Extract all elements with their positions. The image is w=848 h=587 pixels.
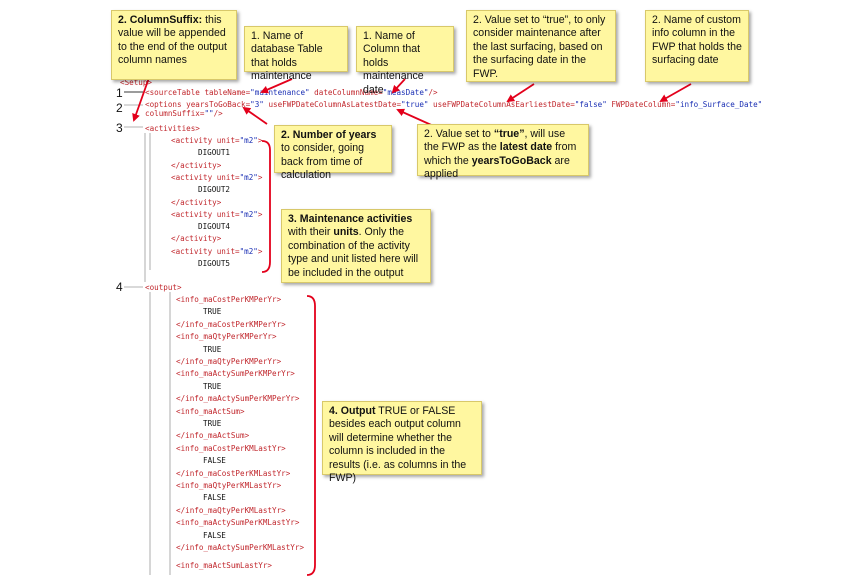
activity-close-tag: </activity>: [171, 161, 221, 171]
output-value: TRUE: [203, 419, 222, 428]
activity-value: DIGOUT1: [198, 148, 231, 158]
output-close-name: </info_maActySumPerKMPerYr>: [176, 394, 300, 404]
output-value: FALSE: [203, 493, 226, 503]
output-close-tag: </info_maCostPerKMLastYr>: [176, 469, 290, 479]
section-number-3: 3: [116, 121, 123, 135]
source-table-line: <sourceTable tableName="maintenance" dat…: [145, 88, 438, 97]
activity-close: </activity>: [171, 197, 222, 207]
note-date-column: 1. Name of Column that holds maintenance…: [356, 26, 454, 96]
output-open-name: <info_maCostPerKMPerYr>: [176, 295, 282, 304]
output-close-name: </info_maActSum>: [176, 431, 250, 441]
activity-unit-attr: unit=: [212, 246, 240, 256]
section-number-2: 2: [116, 101, 123, 115]
activity-value: DIGOUT4: [198, 222, 231, 232]
output-close-tag: </info_maCostPerKMPerYr>: [176, 320, 286, 330]
output-open-tag: <info_maQtyPerKMLastYr>: [176, 481, 281, 491]
output-open-tag: <info_maActySumPerKMLastYr>: [176, 518, 299, 528]
section-number-1: 1: [116, 86, 123, 100]
activity-open-tag: <activity unit="m2">: [171, 210, 262, 220]
output-close-tag: </info_maQtyPerKMPerYr>: [176, 357, 281, 367]
options-line: <options yearsToGoBack="3" useFWPDateCol…: [145, 100, 763, 109]
activity-tag-end: >: [257, 209, 263, 219]
output-open-tag: <output>: [145, 283, 182, 292]
output-open-name: <info_maQtyPerKMLastYr>: [176, 481, 282, 490]
activity-value: DIGOUT2: [198, 185, 231, 195]
output-open-name: <info_maCostPerKMLastYr>: [176, 443, 286, 453]
activity-unit-value: "m2": [239, 136, 258, 145]
output-close-name: </info_maActySumPerKMLastYr>: [176, 543, 305, 552]
activity-close-tag: </activity>: [171, 234, 221, 244]
output-open-name: <info_maActySumPerKMLastYr>: [176, 518, 300, 528]
activity-open-tag: <activity unit="m2">: [171, 136, 262, 146]
output-value: FALSE: [203, 530, 226, 540]
note-after-surfacing: 2. Value set to “true”, to only consider…: [466, 10, 616, 82]
output-close-name: </info_maQtyPerKMPerYr>: [176, 357, 282, 366]
output-close-name: </info_maQtyPerKMLastYr>: [176, 505, 286, 515]
note-activities: 3. Maintenance activities with their uni…: [281, 209, 431, 283]
output-open-tag: <info_maCostPerKMLastYr>: [176, 444, 286, 454]
activity-close: </activity>: [171, 234, 222, 244]
activity-unit-value: "m2": [239, 209, 258, 219]
activities-open-tag: <activities>: [145, 124, 200, 133]
output-close-tag: </info_maQtyPerKMLastYr>: [176, 506, 286, 516]
output-open-tag: <info_maActSum>: [176, 407, 245, 417]
tree-guides: [124, 91, 171, 575]
activity-close: </activity>: [171, 160, 222, 170]
activity-close-tag: </activity>: [171, 198, 221, 208]
output-open-tag: <info_maActySumPerKMPerYr>: [176, 369, 295, 379]
note-column-suffix: 2. ColumnSuffix: this value will be appe…: [111, 10, 237, 80]
note-years: 2. Number of years to consider, going ba…: [274, 125, 392, 181]
output-open-name: <info_maQtyPerKMPerYr>: [176, 332, 277, 342]
activity-unit-attr: unit=: [212, 172, 240, 182]
output-open-name: <info_maActySumPerKMPerYr>: [176, 369, 295, 379]
activity-tag-name: <activity: [171, 246, 213, 256]
last-output-tag: <info_maActSumLastYr>: [176, 561, 273, 570]
note-table-name: 1. Name of database Table that holds mai…: [244, 26, 348, 82]
output-open-tag: <info_maCostPerKMPerYr>: [176, 295, 281, 305]
output-close-name: </info_maCostPerKMLastYr>: [176, 468, 291, 478]
output-value: TRUE: [203, 344, 222, 354]
section-number-4: 4: [116, 280, 123, 294]
output-open-name: <info_maActSum>: [176, 406, 245, 416]
activity-unit-attr: unit=: [212, 136, 240, 145]
activity-value: DIGOUT5: [198, 259, 231, 268]
output-value: TRUE: [203, 307, 222, 317]
bracket-outputs: [306, 295, 316, 576]
bracket-activities: [261, 140, 271, 273]
activity-open-tag: <activity unit="m2">: [171, 247, 262, 257]
activity-tag-end: >: [257, 246, 263, 256]
activity-tag-name: <activity: [171, 136, 213, 145]
note-output: 4. Output TRUE or FALSE besides each out…: [322, 401, 482, 484]
output-open-tag: <info_maQtyPerKMPerYr>: [176, 332, 277, 342]
activity-unit-attr: unit=: [212, 209, 240, 219]
arrow-years: [242, 106, 268, 125]
activity-unit-value: "m2": [239, 246, 258, 256]
options-line-cont: columnSuffix=""/>: [145, 109, 223, 118]
activity-tag-name: <activity: [171, 172, 213, 182]
output-close-name: </info_maCostPerKMPerYr>: [176, 319, 286, 329]
arrow-after-surfacing: [506, 83, 535, 103]
note-latest-date: 2. Value set to “true”, will use the FWP…: [417, 124, 589, 180]
note-custom-info: 2. Name of custom info column in the FWP…: [645, 10, 749, 82]
arrow-custom-info: [659, 83, 692, 102]
activity-open-tag: <activity unit="m2">: [171, 173, 262, 183]
output-close-tag: </info_maActSum>: [176, 431, 249, 441]
activity-tag-end: >: [257, 136, 263, 145]
activity-tag-name: <activity: [171, 209, 213, 219]
output-close-tag: </info_maActySumPerKMLastYr>: [176, 543, 304, 553]
output-value: TRUE: [203, 381, 222, 391]
output-value: FALSE: [203, 456, 226, 466]
activity-tag-end: >: [257, 172, 263, 182]
output-close-tag: </info_maActySumPerKMPerYr>: [176, 394, 299, 404]
activity-unit-value: "m2": [239, 172, 258, 182]
